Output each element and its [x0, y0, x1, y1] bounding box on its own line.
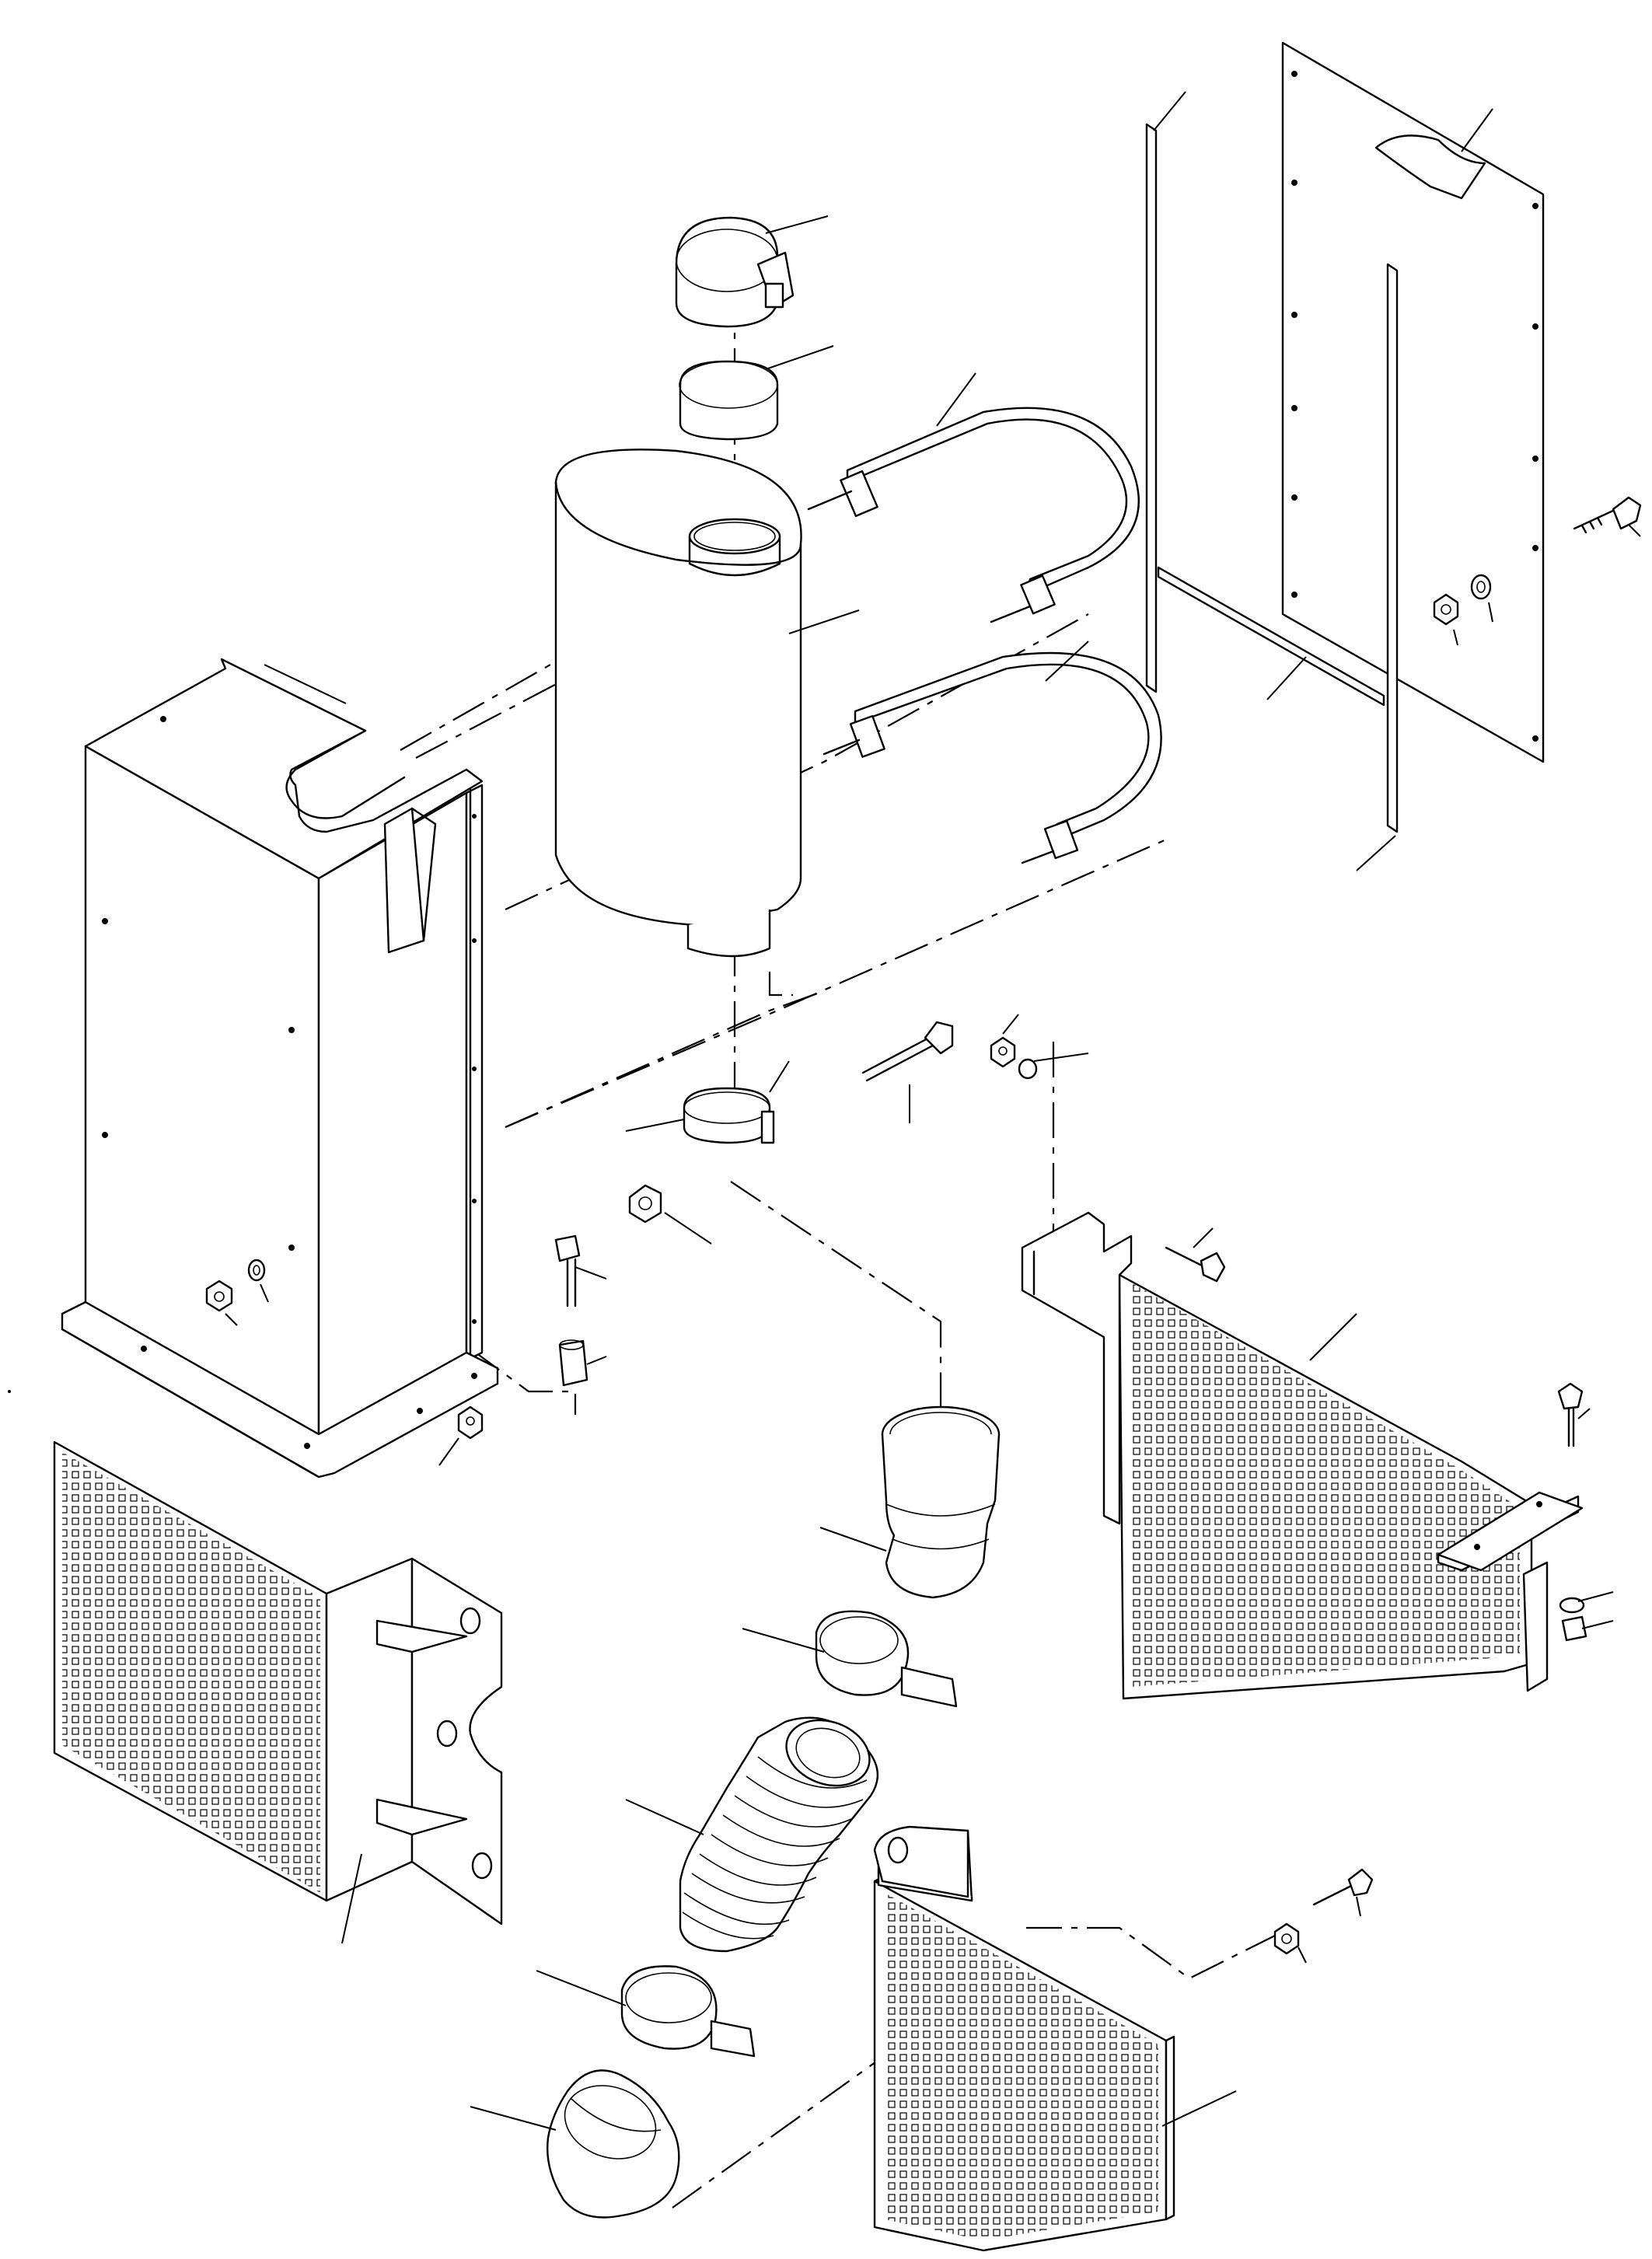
rain-cap — [675, 215, 829, 328]
flex-bellows — [625, 1716, 879, 1953]
bolt-holes — [102, 716, 477, 1449]
center-nut-washer — [990, 1014, 1089, 1080]
perforated-guard-left — [53, 1440, 503, 1944]
center-nut-2 — [628, 1184, 712, 1245]
perforated-guard-bottom — [873, 1825, 1237, 2252]
right-top-nut — [1433, 574, 1493, 646]
cap-ring — [679, 345, 834, 441]
right-side-bolt — [1557, 1382, 1591, 1447]
side-panel — [61, 658, 499, 1479]
exhaust-clamp — [625, 1060, 790, 1144]
band-clamp-upper — [742, 1610, 958, 1708]
right-guard-bolt — [1165, 1227, 1226, 1283]
spacer-bolt — [554, 1234, 607, 1387]
lower-nut — [438, 1405, 484, 1466]
vertical-strip — [1145, 91, 1186, 693]
rear-cover-plate — [1281, 41, 1545, 763]
right-top-bolt — [1573, 496, 1642, 537]
horizontal-strip — [1157, 566, 1385, 707]
center-lines — [400, 288, 1276, 2208]
bottom-bolt-nut — [1273, 1868, 1374, 1964]
side-panel-nut — [205, 1259, 269, 1326]
u-bolt-upper — [807, 372, 1140, 623]
flex-adapter — [819, 1405, 1001, 1599]
elbow-pipe — [470, 2069, 680, 2219]
center-bolt — [861, 1021, 954, 1123]
right-side-washer-nut — [1559, 1591, 1614, 1642]
perforated-guard-right — [1021, 1211, 1584, 1700]
band-clamp-lower — [536, 1965, 756, 2058]
vertical-strip-2 — [1356, 263, 1399, 871]
u-bolt-lower — [823, 641, 1162, 864]
muffler — [554, 449, 860, 958]
